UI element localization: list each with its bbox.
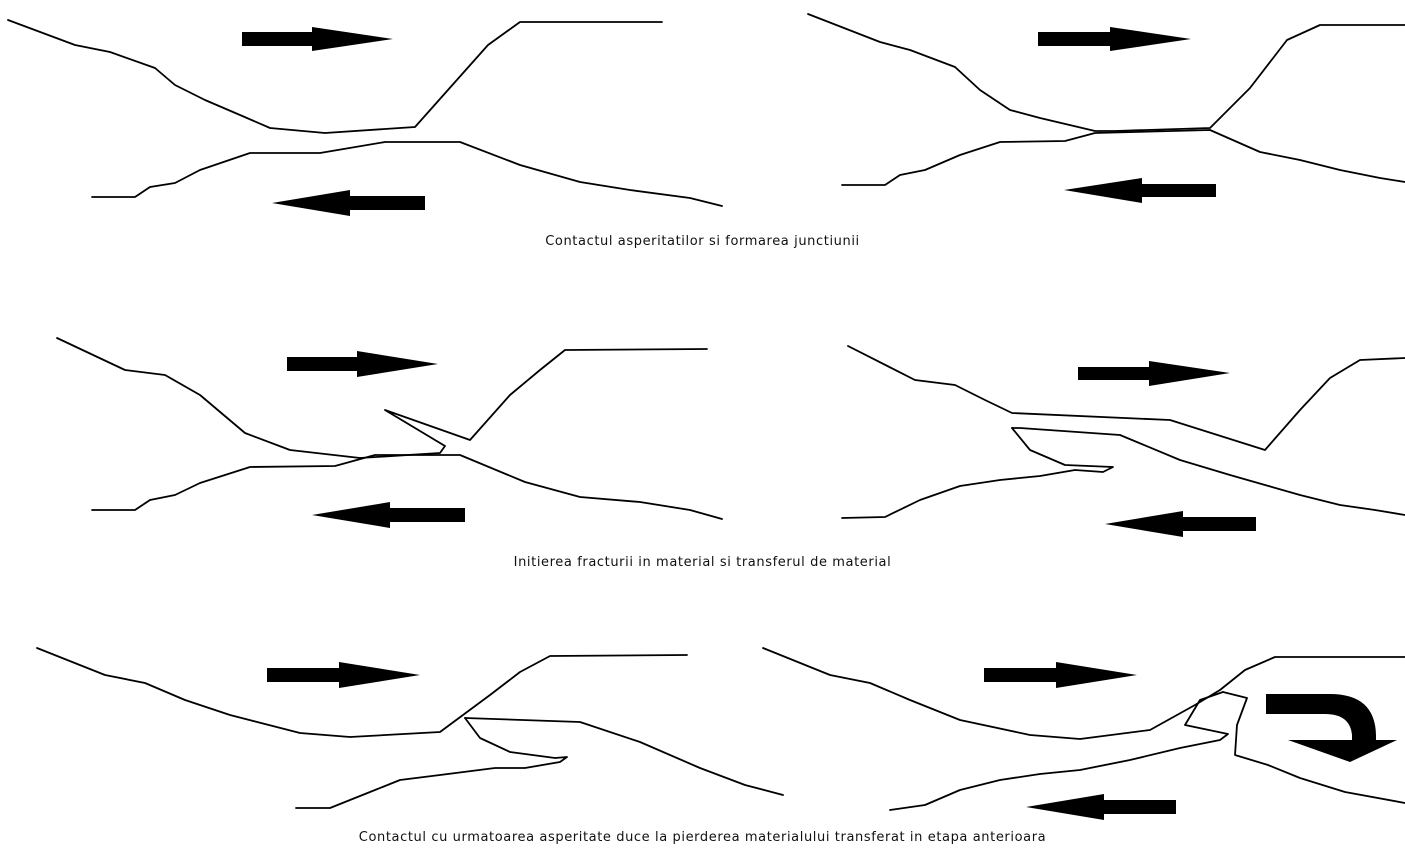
panel-3-right: [763, 648, 1405, 820]
arrow-right-icon: [242, 27, 393, 51]
transferred-material: [890, 692, 1228, 810]
curved-arrow-down-icon: [1266, 694, 1397, 762]
upper-surface: [57, 338, 360, 458]
panel-2-left: [57, 338, 722, 528]
arrow-left-icon: [1105, 511, 1256, 537]
upper-surface: [848, 346, 1405, 450]
upper-surface: [808, 14, 1405, 131]
panel-2-right: [842, 346, 1405, 537]
arrow-left-icon: [272, 190, 425, 216]
panel-1-right: [808, 14, 1405, 203]
arrow-right-icon: [287, 351, 438, 377]
panel-1-left: [8, 20, 722, 216]
arrow-right-icon: [1038, 27, 1191, 51]
panel-3-left: [37, 648, 783, 808]
opposing-surface: [465, 718, 783, 795]
lower-surface: [842, 130, 1405, 185]
caption-material-loss: Contactul cu urmatoarea asperitate duce …: [0, 830, 1405, 845]
arrow-left-icon: [312, 502, 465, 528]
caption-junction-formation: Contactul asperitatilor si formarea junc…: [0, 234, 1405, 249]
arrow-left-icon: [1026, 794, 1176, 820]
fracture-lip: [842, 428, 1113, 518]
arrow-right-icon: [267, 662, 420, 688]
arrow-left-icon: [1064, 178, 1216, 203]
transferred-material: [296, 718, 567, 808]
caption-fracture-initiation: Initierea fracturii in material si trans…: [0, 555, 1405, 570]
upper-surface: [763, 648, 1405, 739]
upper-surface: [37, 648, 687, 737]
arrow-right-icon: [1078, 361, 1230, 386]
arrow-right-icon: [984, 662, 1137, 688]
